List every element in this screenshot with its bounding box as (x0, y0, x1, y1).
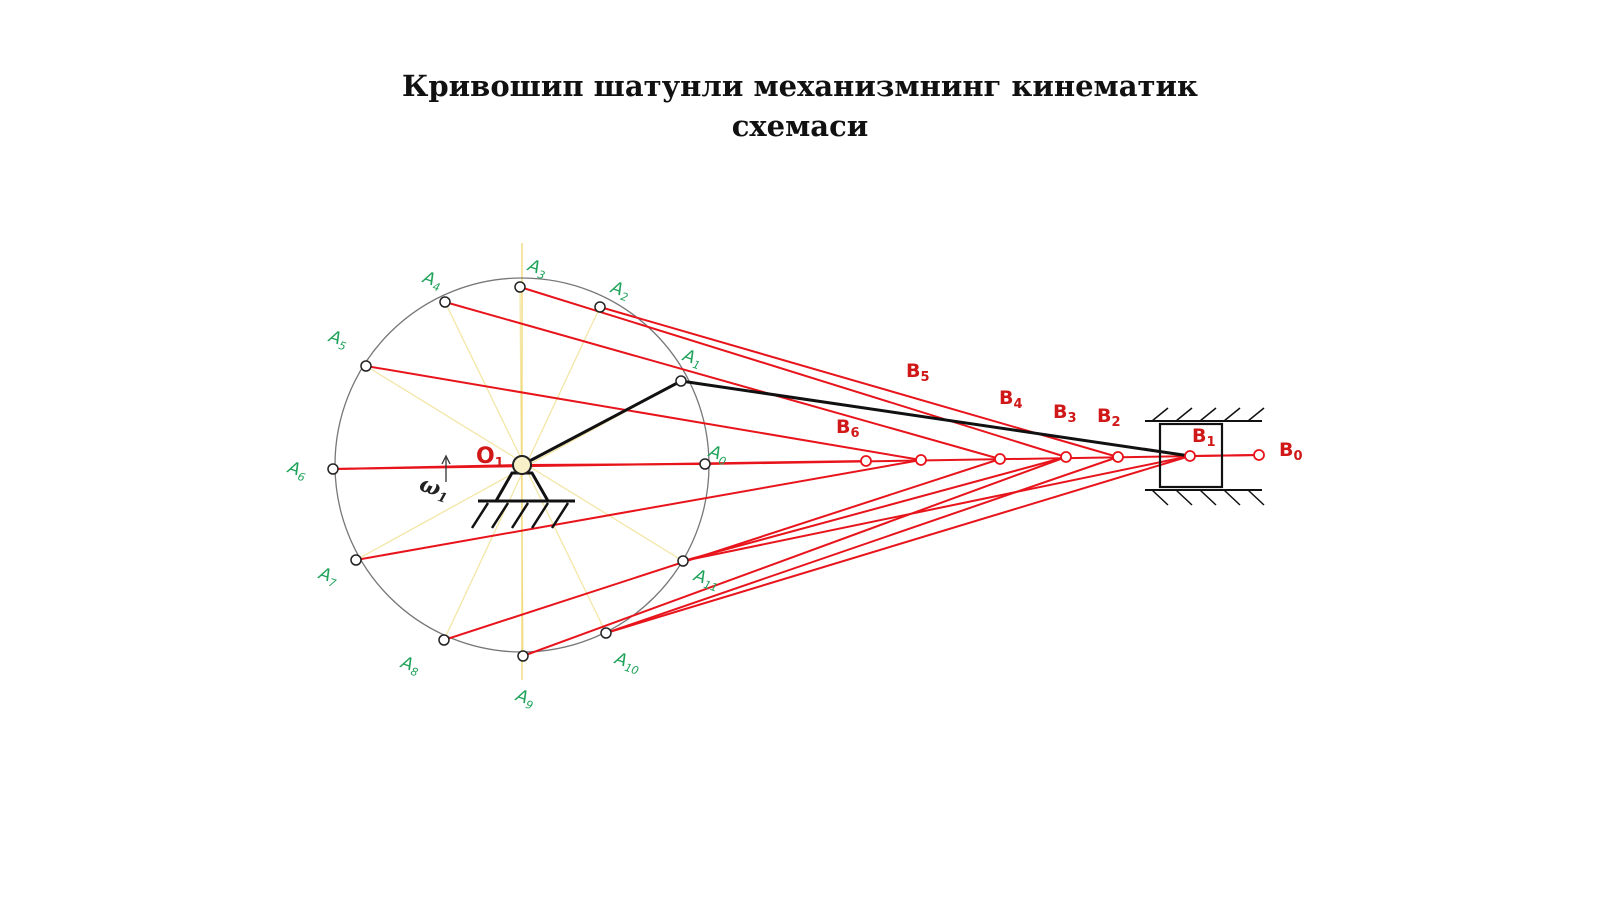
connecting-rod-line (682, 456, 1067, 562)
ground-hatch (490, 502, 510, 529)
ground-hatch (470, 502, 490, 529)
slider-point-marker (1112, 451, 1124, 463)
connecting-rod-line (444, 301, 1001, 460)
ground-hatch (510, 502, 530, 529)
angular-velocity-label: ω1 (416, 471, 453, 507)
connecting-rod-positions (332, 286, 1260, 657)
slider-point-marker (1184, 450, 1196, 462)
slider-point-label: B6 (836, 416, 860, 441)
crank-point-label: A1 (679, 345, 704, 372)
pivot-label: O1 (476, 444, 504, 471)
crank-point-label: A7 (315, 563, 340, 590)
guide-hatch (1247, 489, 1265, 506)
slider-point-label: B4 (999, 387, 1023, 412)
slider-guide (1145, 407, 1265, 506)
guide-hatch (1199, 407, 1217, 422)
omega-arrow-head-icon (441, 454, 451, 465)
crank-point-label: A2 (607, 277, 632, 304)
guide-hatch (1199, 489, 1217, 506)
crank-point-label: A11 (690, 565, 722, 594)
guide-hatch (1175, 489, 1193, 506)
crank-point-label: A5 (325, 326, 350, 353)
crank-point-marker (699, 458, 711, 470)
crank-point-label: A4 (419, 267, 444, 294)
connecting-rod-line (605, 456, 1119, 634)
fixed-support (470, 471, 575, 529)
crank-point-marker (327, 463, 339, 475)
connecting-rod (680, 379, 1191, 458)
slider-point-marker (994, 453, 1006, 465)
crank-point-marker (438, 634, 450, 646)
slider-block (1158, 422, 1224, 489)
crank-line (521, 463, 706, 466)
connecting-rod-line (682, 455, 1191, 562)
ground-hatch (550, 502, 570, 529)
crank-point-marker (514, 281, 526, 293)
crank-point-marker (360, 360, 372, 372)
guide-hatch (1223, 407, 1241, 422)
joint-points (327, 281, 1265, 662)
crank-line (332, 464, 523, 470)
slider-point-label: B2 (1097, 405, 1121, 430)
crank-arm (521, 379, 682, 467)
connecting-rod-line (522, 456, 1067, 657)
connecting-rod-line (605, 455, 1191, 634)
slider-point-marker (860, 455, 872, 467)
slider-point-label: B0 (1279, 439, 1303, 464)
highlighted-crank-link (521, 379, 1191, 467)
slider-axis-line (1189, 454, 1260, 457)
crank-point-label: A3 (524, 255, 549, 282)
crank-point-label: A9 (512, 685, 537, 712)
crank-point-label: A10 (611, 648, 643, 677)
guide-hatch (1247, 407, 1265, 422)
crank-point-label: A6 (284, 457, 309, 484)
connecting-rod-line (365, 365, 922, 461)
crank-point-label: A0 (705, 441, 730, 468)
page-title: Кривошип шатунли механизмнинг кинематик … (0, 66, 1600, 146)
crank-point-marker (517, 650, 529, 662)
guide-hatch (1151, 407, 1169, 422)
guide-hatch (1151, 489, 1169, 506)
title-line-2: схемаси (731, 109, 869, 143)
pivot-o1-marker (512, 455, 532, 475)
slider-point-marker (1060, 451, 1072, 463)
connecting-rod-line (355, 459, 922, 561)
slider-point-label: B5 (906, 360, 930, 385)
guide-hatch (1223, 489, 1241, 506)
crank-point-label: A8 (397, 652, 422, 679)
slider-point-label: B1 (1192, 425, 1216, 450)
crank-point-marker (600, 627, 612, 639)
slider-point-marker (1253, 449, 1265, 461)
crank-point-marker (677, 555, 689, 567)
slider-point-label: B3 (1053, 401, 1077, 426)
crank-point-marker (594, 301, 606, 313)
slider-point-marker (915, 454, 927, 466)
title-line-1: Кривошип шатунли механизмнинг кинематик (402, 69, 1198, 103)
crank-point-marker (439, 296, 451, 308)
connecting-rod-line (519, 286, 1067, 458)
crank-point-marker (675, 375, 687, 387)
guide-hatch (1175, 407, 1193, 422)
ground-hatch (530, 502, 550, 529)
crank-point-marker (350, 554, 362, 566)
